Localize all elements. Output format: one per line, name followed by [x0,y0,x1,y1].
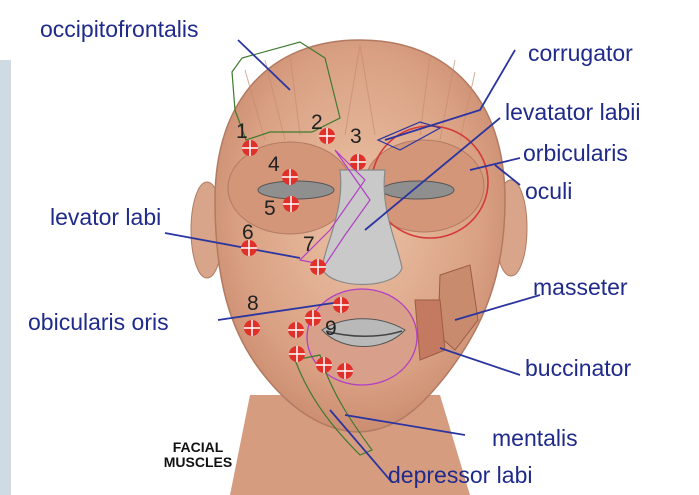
label-mentalis: mentalis [492,427,578,450]
marker-point-9f [337,363,353,379]
label-depressor-labi: depressor labi [388,464,532,487]
marker-point-9c [288,322,304,338]
caption-line-2: MUSCLES [158,455,238,470]
buccinator-muscle [415,300,445,360]
marker-point-9a [333,297,349,313]
point-number-2: 2 [311,112,323,133]
point-number-8: 8 [247,293,259,314]
point-number-6: 6 [242,222,254,243]
label-oculi: oculi [525,180,572,203]
point-number-9: 9 [325,318,337,339]
label-buccinator: buccinator [525,357,631,380]
label-orbicularis: orbicularis [523,142,628,165]
marker-point-3 [350,154,366,170]
point-number-5: 5 [264,198,276,219]
marker-point-9d [289,346,305,362]
label-levator-labi: levator labi [50,206,161,229]
marker-point-9e [316,357,332,373]
marker-point-9b [305,310,321,326]
marker-point-5 [283,196,299,212]
label-obicularis-oris: obicularis oris [28,311,169,334]
marker-point-8 [244,320,260,336]
point-number-7: 7 [303,234,315,255]
right-eye [382,181,454,199]
figure-caption: FACIAL MUSCLES [158,440,238,470]
label-levatator-labii: levatator labii [505,101,641,124]
point-number-4: 4 [268,154,280,175]
marker-point-4 [282,169,298,185]
point-number-1: 1 [236,121,248,142]
label-occipitofrontalis: occipitofrontalis [40,18,199,41]
marker-point-7 [310,259,326,275]
label-masseter: masseter [533,276,628,299]
label-corrugator: corrugator [528,42,633,65]
point-number-3: 3 [350,126,362,147]
caption-line-1: FACIAL [158,440,238,455]
